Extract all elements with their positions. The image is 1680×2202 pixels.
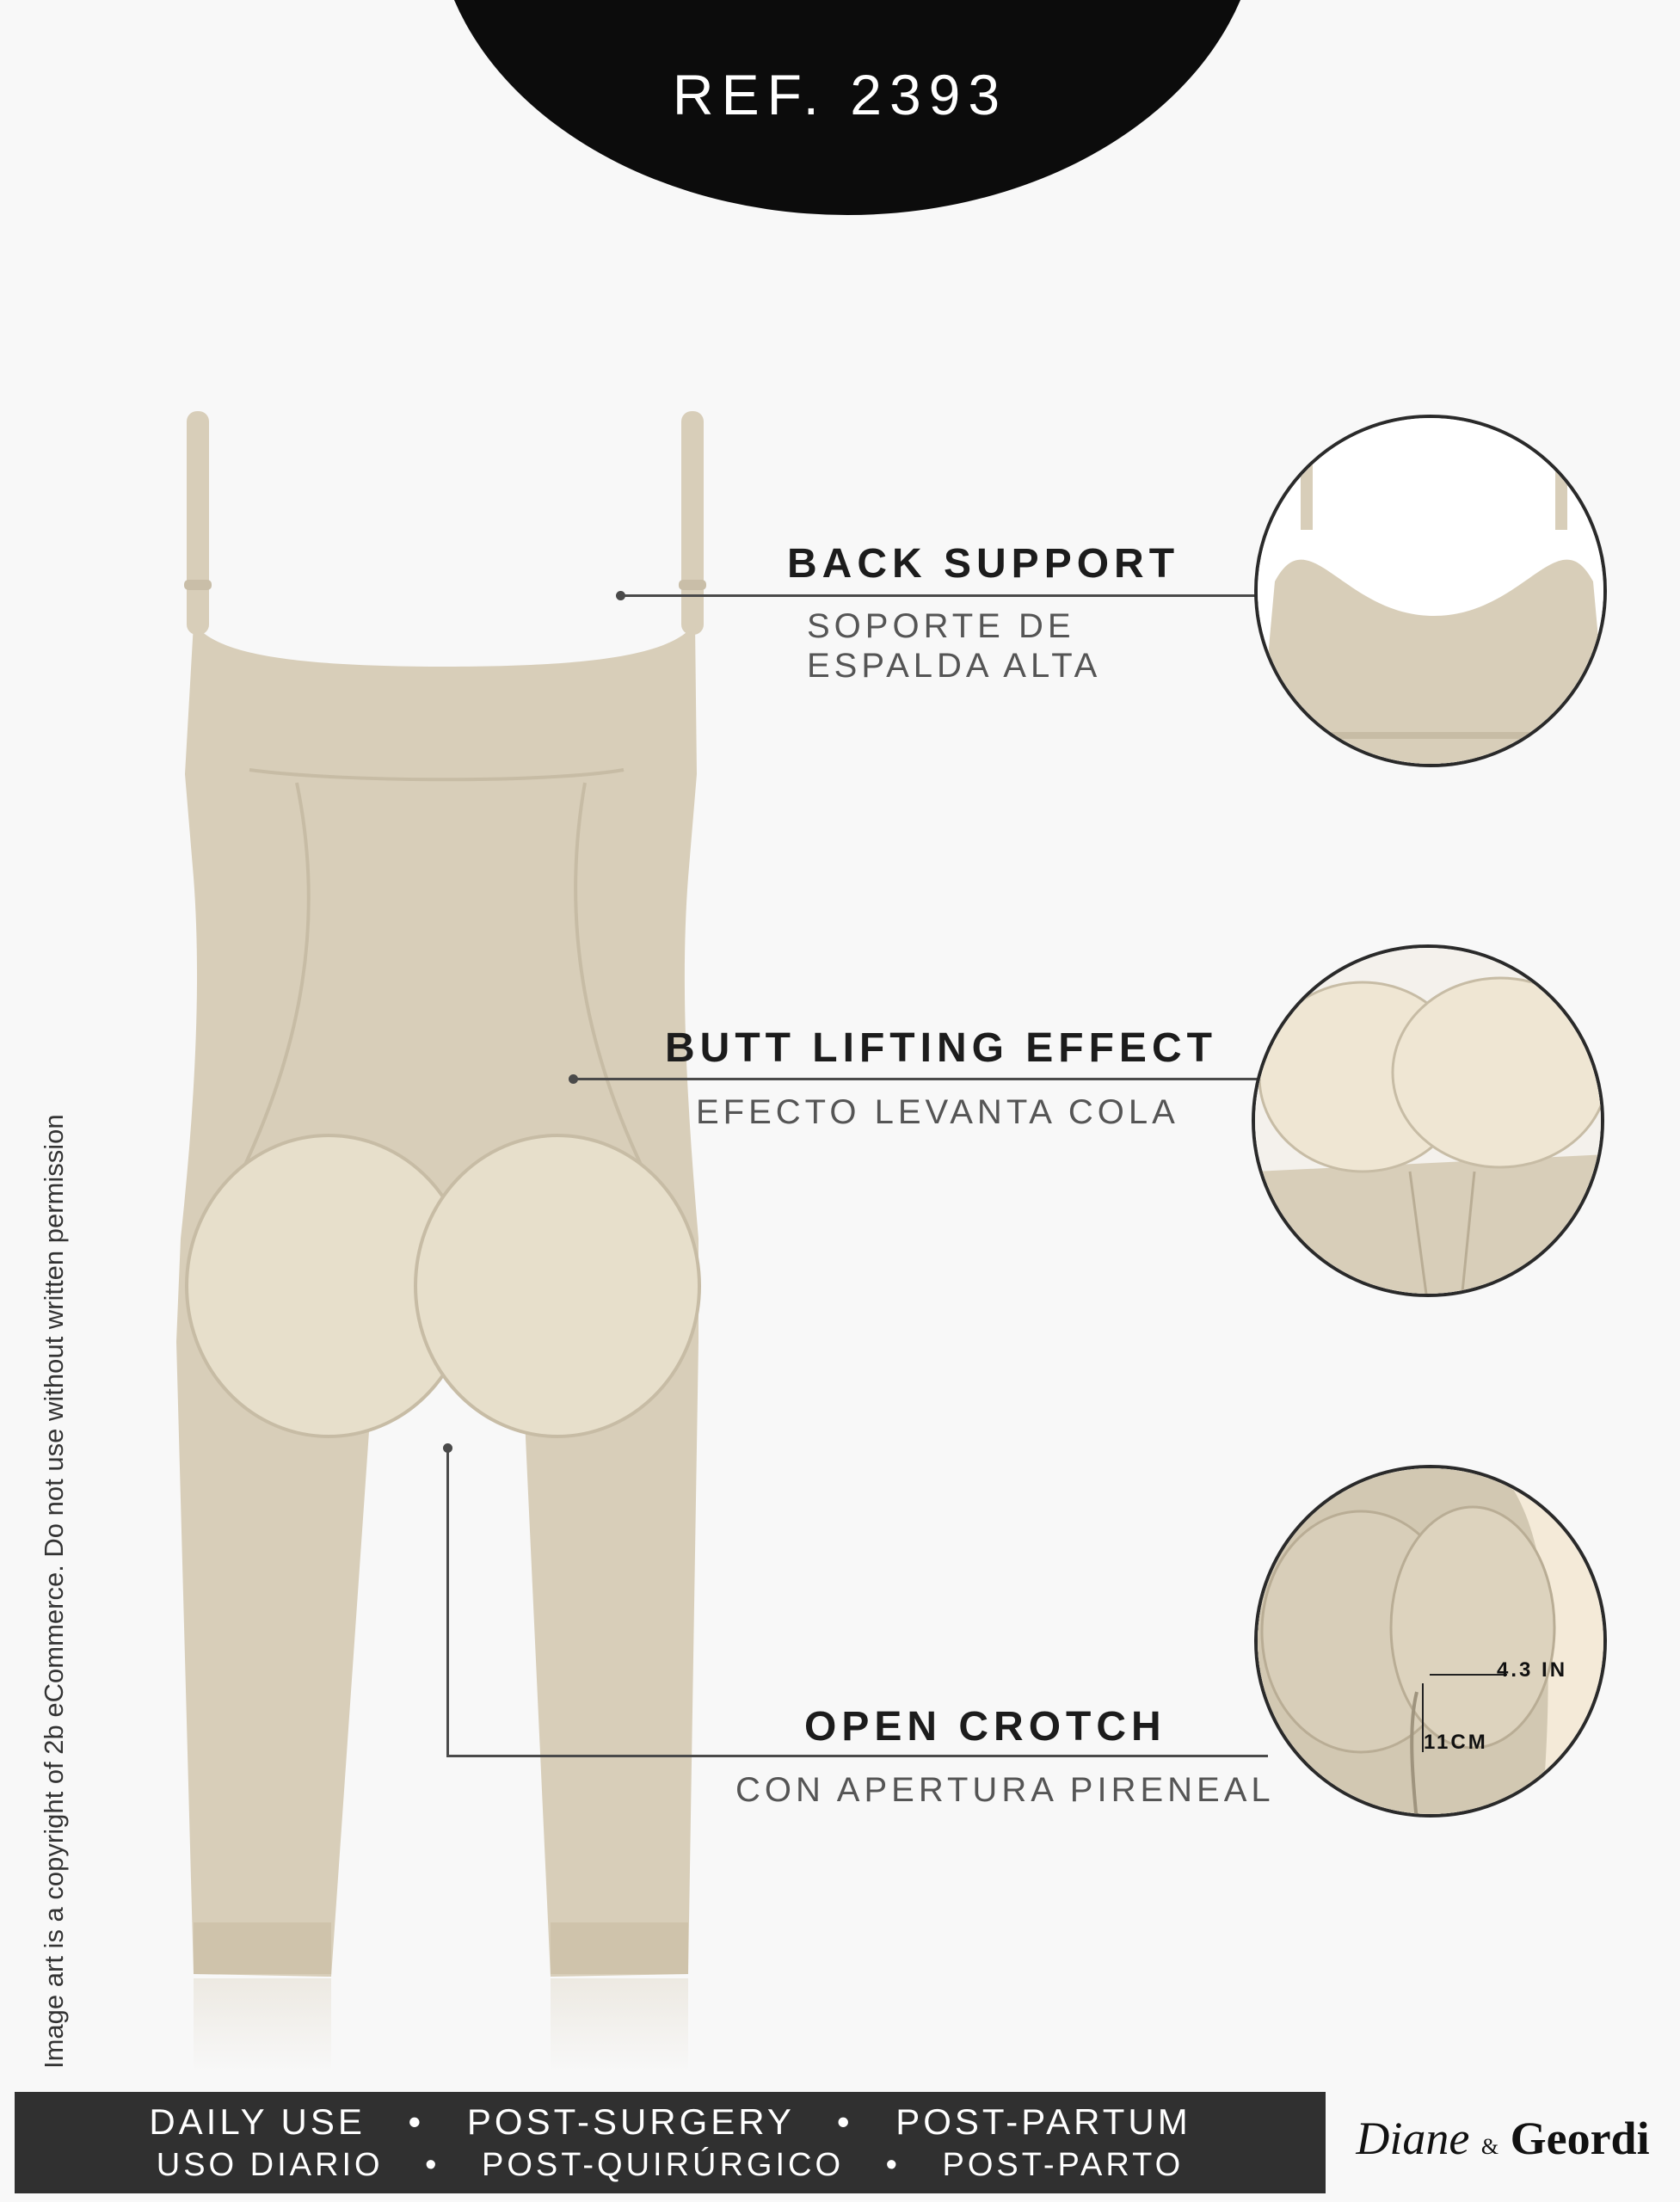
back-support-subtitle-line1: SOPORTE DE xyxy=(807,607,1075,645)
uso-post-quirurgico: POST-QUIRÚRGICO xyxy=(482,2147,845,2183)
back-support-subtitle-line2: ESPALDA ALTA xyxy=(807,647,1102,685)
right-strap-adjuster xyxy=(679,580,706,590)
back-support-pointer-dot xyxy=(616,591,625,600)
footer-bar xyxy=(15,2092,1326,2193)
brand-ampersand: & xyxy=(1480,2134,1499,2159)
back-support-title: BACK SUPPORT xyxy=(787,541,1180,587)
open-crotch-pointer-vertical-line xyxy=(446,1448,449,1757)
left-strap-adjuster xyxy=(184,580,212,590)
right-butt-pad xyxy=(414,1134,701,1438)
footer-uses-spanish: USO DIARIO • POST-QUIRÚRGICO • POST-PART… xyxy=(15,2147,1326,2184)
uso-diario: USO DIARIO xyxy=(156,2147,384,2183)
right-reflection xyxy=(551,1978,688,2073)
right-lace-hem xyxy=(551,1922,688,1974)
open-crotch-subtitle: CON APERTURA PIRENEAL xyxy=(735,1771,1275,1809)
copyright-notice: Image art is a copyright of 2b eCommerce… xyxy=(39,1114,69,2069)
butt-lift-detail-image xyxy=(1255,948,1601,1294)
left-strap xyxy=(187,411,209,635)
butt-lift-pointer-dot xyxy=(569,1074,578,1084)
separator: • xyxy=(836,2101,853,2142)
left-reflection xyxy=(194,1978,331,2073)
left-lace-hem xyxy=(194,1922,331,1974)
use-daily: DAILY USE xyxy=(149,2101,366,2142)
footer-uses-english: DAILY USE • POST-SURGERY • POST-PARTUM xyxy=(15,2101,1326,2143)
open-crotch-title: OPEN CROTCH xyxy=(804,1704,1166,1750)
underbust-seam xyxy=(249,768,625,782)
use-post-partum: POST-PARTUM xyxy=(895,2101,1191,2142)
open-crotch-pointer-line xyxy=(446,1755,1268,1757)
right-strap xyxy=(681,411,704,635)
brand-name-geordi: Geordi xyxy=(1510,2113,1650,2164)
garment-body xyxy=(176,624,698,1977)
detail-measure-inches: 4.3 IN xyxy=(1497,1658,1568,1682)
brand-name-diane: Diane xyxy=(1356,2113,1470,2164)
separator: • xyxy=(408,2101,425,2142)
detail-measure-cm: 11CM xyxy=(1424,1731,1488,1754)
back-support-detail-image xyxy=(1258,418,1603,764)
ref-label: REF. 2393 xyxy=(672,63,1008,126)
open-crotch-detail-circle xyxy=(1254,1465,1607,1818)
use-post-surgery: POST-SURGERY xyxy=(466,2101,795,2142)
back-support-pointer-line xyxy=(621,594,1263,597)
separator: • xyxy=(425,2147,440,2183)
brand-logo: Diane & Geordi xyxy=(1335,2112,1671,2165)
butt-lift-detail-circle xyxy=(1252,944,1604,1297)
butt-lift-subtitle: EFECTO LEVANTA COLA xyxy=(696,1093,1179,1131)
butt-lift-pointer-line xyxy=(574,1078,1258,1080)
butt-lift-title: BUTT LIFTING EFFECT xyxy=(665,1025,1217,1071)
open-crotch-detail-image xyxy=(1258,1468,1603,1814)
back-support-detail-circle xyxy=(1254,415,1607,767)
separator: • xyxy=(885,2147,901,2183)
uso-post-parto: POST-PARTO xyxy=(942,2147,1185,2183)
